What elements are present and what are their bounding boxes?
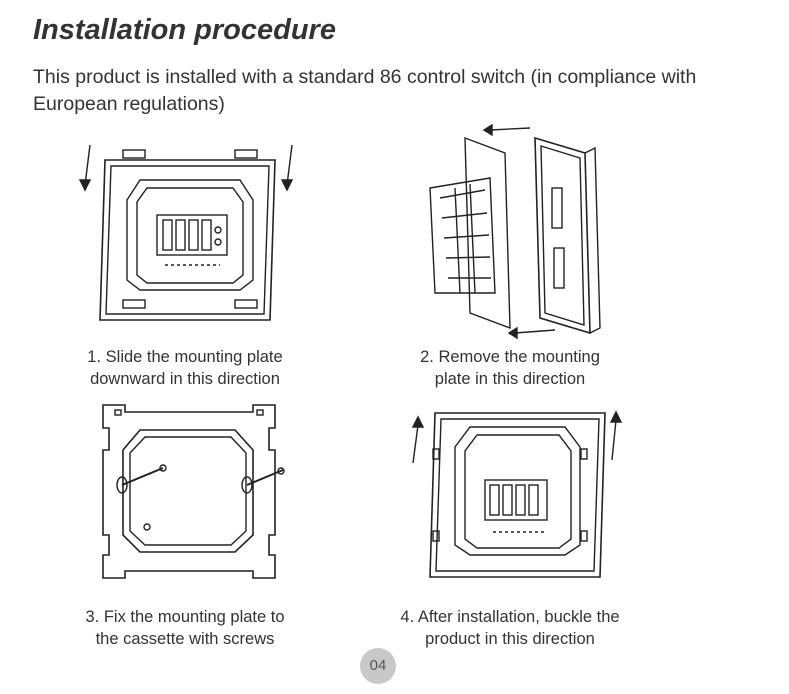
down-arrow-right-icon bbox=[286, 144, 293, 186]
step-1-caption-line-2: downward in this direction bbox=[90, 370, 280, 388]
step-3-caption-line-1: 3. Fix the mounting plate to bbox=[85, 608, 285, 626]
step-3-illustration bbox=[95, 400, 285, 585]
intro-text: This product is installed with a standar… bbox=[33, 66, 697, 115]
step-1-caption-line-1: 1. Slide the mounting plate bbox=[87, 348, 283, 366]
up-arrow-left-icon bbox=[412, 424, 419, 464]
up-arrow-right-icon bbox=[611, 419, 617, 461]
step-3-caption: 3. Fix the mounting plate to the cassett… bbox=[40, 606, 330, 650]
screw-right bbox=[246, 469, 284, 486]
left-arrow-top-icon bbox=[489, 127, 531, 131]
step-3-caption-line-2: the cassette with screws bbox=[95, 630, 275, 648]
step-2-caption-line-2: plate in this direction bbox=[434, 370, 586, 388]
screw-left bbox=[121, 467, 164, 486]
page-number-badge: 04 bbox=[360, 648, 396, 684]
step-4-caption-line-1: 4. After installation, buckle the bbox=[400, 608, 620, 626]
step-2-caption-line-1: 2. Remove the mounting bbox=[420, 348, 600, 366]
step-2-illustration bbox=[420, 118, 620, 348]
step-2-caption: 2. Remove the mounting plate in this dir… bbox=[380, 346, 640, 390]
step-4-caption: 4. After installation, buckle the produc… bbox=[370, 606, 650, 650]
page-title: Installation procedure bbox=[33, 14, 336, 46]
step-1-caption: 1. Slide the mounting plate downward in … bbox=[40, 346, 330, 390]
step-4-illustration bbox=[405, 405, 630, 585]
step-4-caption-line-2: product in this direction bbox=[425, 630, 595, 648]
step-1-illustration bbox=[75, 140, 305, 330]
left-arrow-bottom-icon bbox=[514, 329, 556, 334]
down-arrow-left-icon bbox=[84, 144, 91, 186]
